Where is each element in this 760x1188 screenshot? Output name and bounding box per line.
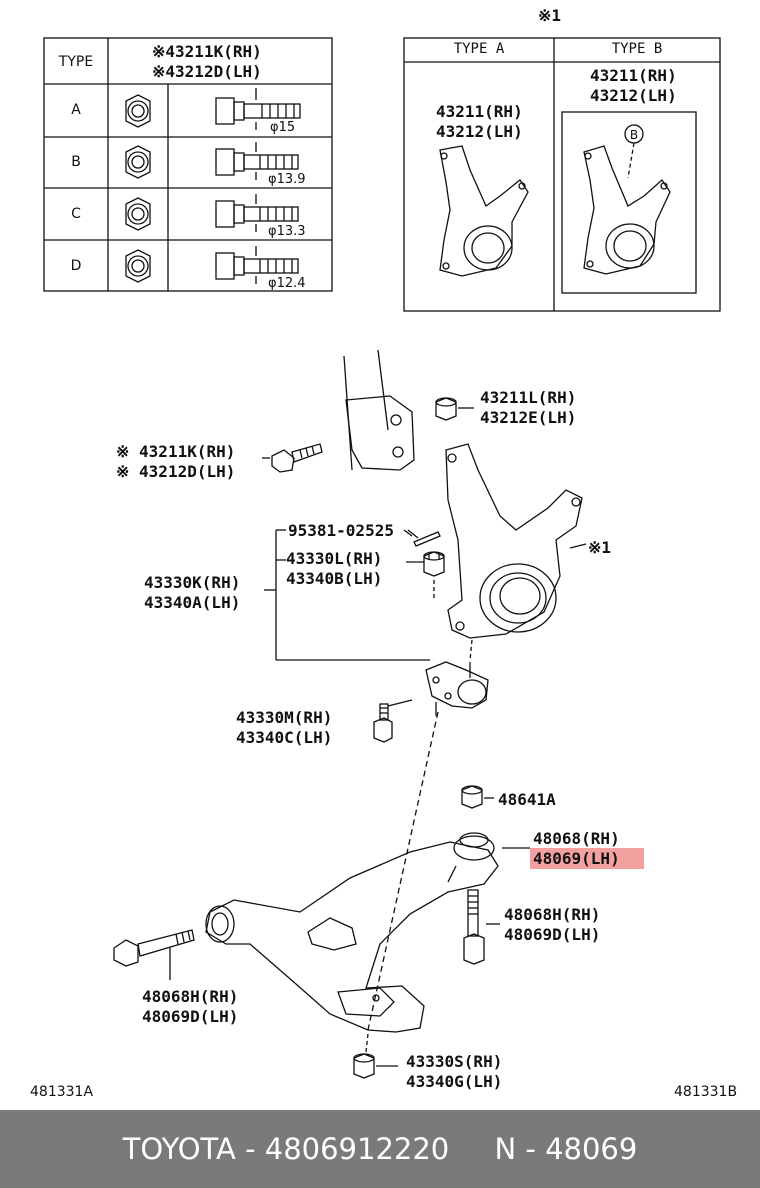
label-ball-joint-lh: 43340A(LH) xyxy=(144,593,241,612)
bolt-side-icon xyxy=(215,88,301,130)
ball-joint-icon xyxy=(425,639,489,709)
hex-head-icon xyxy=(125,145,151,179)
type-a-header: TYPE A xyxy=(453,41,505,57)
type-header-part-lh: ※43212D(LH) xyxy=(152,62,262,81)
label-horizontal-bolt: 48068H(RH) 48069D(LH) xyxy=(142,987,238,1027)
bolt-icon xyxy=(463,889,500,965)
bolt-icon xyxy=(262,443,323,473)
dia-c: φ13.3 xyxy=(268,224,306,239)
bracket-line xyxy=(264,529,430,661)
dia-d: φ12.4 xyxy=(268,276,306,291)
type-header: TYPE xyxy=(58,54,94,70)
label-bottom-nut-rh: 43330S(RH) xyxy=(406,1052,503,1071)
bolt-side-icon xyxy=(215,194,299,232)
type-a-part-lh: 43212(LH) xyxy=(436,122,523,141)
label-pin: 95381-02525 xyxy=(288,521,394,540)
label-bottom-nut-lh: 43340G(LH) xyxy=(406,1072,503,1091)
type-row-c: C xyxy=(71,206,81,222)
knuckle-marker: ※1 xyxy=(538,6,562,25)
label-joint-bolt-lh: 43340C(LH) xyxy=(236,728,333,747)
type-row-b: B xyxy=(71,154,81,170)
label-castle-nut: 43330L(RH) 43340B(LH) xyxy=(286,549,382,589)
label-castle-nut-lh: 43340B(LH) xyxy=(286,569,383,588)
footer-bar: TOYOTA - 4806912220 N - 48069 xyxy=(0,1110,760,1188)
label-vertical-bolt: 48068H(RH) 48069D(LH) xyxy=(504,905,600,945)
type-a-part-rh: 43211(RH) xyxy=(436,102,523,121)
type-row-a: A xyxy=(71,102,81,118)
knuckle-type-b-icon xyxy=(583,124,671,275)
footer-part-number: TOYOTA - 4806912220 xyxy=(122,1132,450,1166)
type-b-header: TYPE B xyxy=(611,41,663,57)
assembly-line xyxy=(367,711,439,1031)
type-a-part: 43211(RH) 43212(LH) xyxy=(436,102,523,142)
type-header-part: ※43211K(RH) ※43212D(LH) xyxy=(152,42,262,82)
cotter-pin-icon xyxy=(407,529,441,547)
label-knuckle-bolt: ※ 43211K(RH) ※ 43212D(LH) xyxy=(116,442,235,482)
dia-b: φ13.9 xyxy=(268,172,306,187)
label-nut-top: 43211L(RH) 43212E(LH) xyxy=(480,388,576,428)
label-bushing-rh: 48068(RH) xyxy=(533,829,620,848)
dia-a: φ15 xyxy=(270,120,296,135)
bolt-side-icon xyxy=(215,246,299,284)
code-right: 481331B xyxy=(674,1084,738,1100)
label-ball-joint-rh: 43330K(RH) xyxy=(144,573,241,592)
type-b-part-rh: 43211(RH) xyxy=(590,66,677,85)
label-joint-bolt: 43330M(RH) 43340C(LH) xyxy=(236,708,332,748)
nut-icon xyxy=(353,1033,398,1079)
type-table-grid xyxy=(43,37,333,292)
hex-head-icon xyxy=(125,94,151,128)
knuckle-type-a-icon xyxy=(439,145,529,277)
parts-diagram: B xyxy=(43,37,721,1079)
label-horizontal-bolt-rh: 48068H(RH) xyxy=(142,987,239,1006)
bolt-icon xyxy=(373,699,437,743)
type-b-part: 43211(RH) 43212(LH) xyxy=(590,66,677,106)
label-knuckle-mark: ※1 xyxy=(588,538,612,557)
label-arm-nut: 48641A xyxy=(498,790,556,809)
strut-icon xyxy=(343,349,415,471)
lower-control-arm-icon xyxy=(205,832,530,1033)
label-joint-bolt-rh: 43330M(RH) xyxy=(236,708,333,727)
type-b-part-lh: 43212(LH) xyxy=(590,86,677,105)
label-bushing: 48068(RH) 48069(LH) xyxy=(533,829,620,869)
circle-b-label: B xyxy=(630,128,638,142)
label-vertical-bolt-rh: 48068H(RH) xyxy=(504,905,601,924)
bolt-icon xyxy=(113,929,195,980)
hex-head-icon xyxy=(125,249,151,283)
label-nut-top-rh: 43211L(RH) xyxy=(480,388,577,407)
highlight-box xyxy=(530,848,644,869)
knuckle-table-grid xyxy=(403,37,721,312)
label-ball-joint: 43330K(RH) 43340A(LH) xyxy=(144,573,240,613)
type-row-d: D xyxy=(70,258,82,274)
label-bottom-nut: 43330S(RH) 43340G(LH) xyxy=(406,1052,502,1092)
label-nut-top-lh: 43212E(LH) xyxy=(480,408,577,427)
footer-reference: N - 48069 xyxy=(494,1132,638,1166)
label-horizontal-bolt-lh: 48069D(LH) xyxy=(142,1007,239,1026)
nut-icon xyxy=(435,397,474,421)
castle-nut-icon xyxy=(423,551,445,600)
bolt-side-icon xyxy=(215,142,299,180)
nut-icon xyxy=(461,785,494,809)
code-left: 481331A xyxy=(30,1084,94,1100)
label-knuckle-bolt-lh: ※ 43212D(LH) xyxy=(116,462,236,481)
label-vertical-bolt-lh: 48069D(LH) xyxy=(504,925,601,944)
hex-head-icon xyxy=(125,197,151,231)
label-knuckle-bolt-rh: ※ 43211K(RH) xyxy=(116,442,236,461)
type-header-part-rh: ※43211K(RH) xyxy=(152,42,262,61)
steering-knuckle-icon xyxy=(445,443,587,639)
label-bushing-lh[interactable]: 48069(LH) xyxy=(533,849,620,868)
label-castle-nut-rh: 43330L(RH) xyxy=(286,549,383,568)
